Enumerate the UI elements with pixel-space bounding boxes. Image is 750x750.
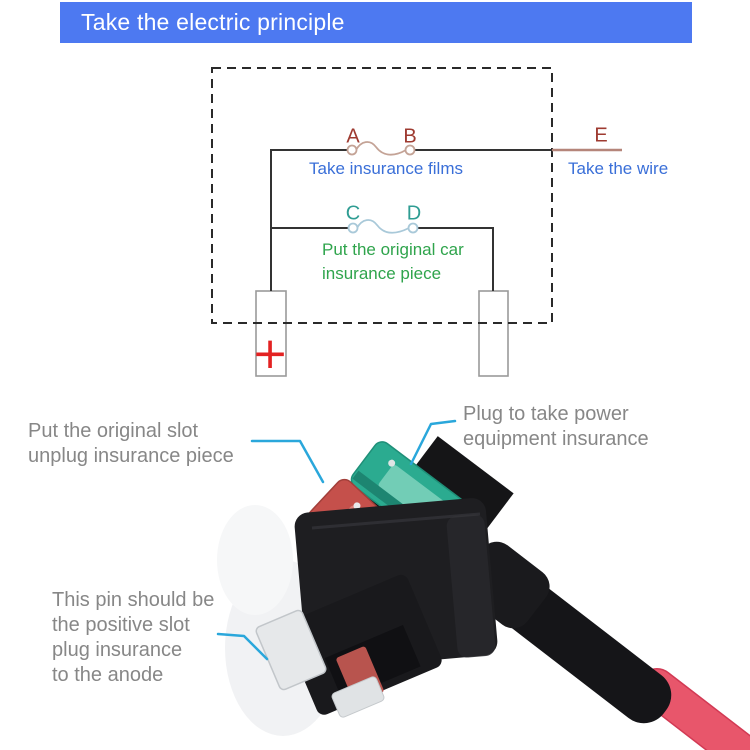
annotation-line: equipment insurance xyxy=(463,428,649,450)
annotation-line: Plug to take power xyxy=(463,403,629,425)
annotation-line: plug insurance xyxy=(52,639,183,661)
callout-line-anode-pin xyxy=(216,632,269,661)
wire-left xyxy=(270,149,348,291)
wire-cd-right xyxy=(417,227,494,291)
annotation-anode-pin: This pin should be the positive slot plu… xyxy=(52,588,214,688)
fuse-contact-glint xyxy=(353,502,361,510)
caption-take-the-wire: Take the wire xyxy=(568,159,669,178)
annotation-line: to the anode xyxy=(52,664,164,686)
node-label-e: E xyxy=(594,124,608,147)
annotation-line: This pin should be xyxy=(52,589,215,611)
fuse-symbol-cd xyxy=(356,219,410,234)
annotation-line: Put the original slot xyxy=(28,420,199,442)
fuse-tap-body-side xyxy=(446,514,496,658)
blade-connector-assembly xyxy=(255,574,442,718)
metal-blade-tip xyxy=(331,676,385,718)
node-a-terminal xyxy=(346,144,358,156)
metal-blade-pin xyxy=(255,609,327,691)
caption-take-insurance-films: Take insurance films xyxy=(308,159,464,178)
annotation-line: the positive slot xyxy=(52,614,190,636)
shadow-blob xyxy=(217,505,293,615)
callout-lines xyxy=(216,419,457,661)
node-label-d: D xyxy=(406,202,422,225)
node-b-terminal xyxy=(404,144,416,156)
callout-line-original-slot xyxy=(250,439,325,484)
caption-original-car-line2: insurance piece xyxy=(322,264,442,283)
node-label-c: C xyxy=(345,202,361,225)
annotation-original-slot: Put the original slot unplug insurance p… xyxy=(28,419,234,469)
callout-line-power-equipment xyxy=(409,419,457,466)
battery-symbol xyxy=(255,290,287,377)
node-c-terminal xyxy=(347,222,359,234)
node-label-a: A xyxy=(346,125,360,148)
fuse-contact-glint xyxy=(388,459,396,467)
fuse-symbol-ab xyxy=(355,141,407,156)
page-title: Take the electric principle xyxy=(81,9,345,35)
header-bar: Take the electric principle xyxy=(60,2,692,43)
circuit-diagram: + xyxy=(211,67,622,379)
body-top-highlight xyxy=(311,512,481,530)
node-label-b: B xyxy=(403,125,417,148)
battery-plus-sign: + xyxy=(252,328,289,379)
dashed-boundary-box xyxy=(211,67,553,324)
annotation-line: unplug insurance piece xyxy=(28,445,234,467)
annotation-power-equipment: Plug to take power equipment insurance xyxy=(463,402,649,452)
node-d-terminal xyxy=(407,222,419,234)
load-symbol xyxy=(478,290,509,377)
caption-original-car-line1: Put the original car xyxy=(322,240,464,259)
